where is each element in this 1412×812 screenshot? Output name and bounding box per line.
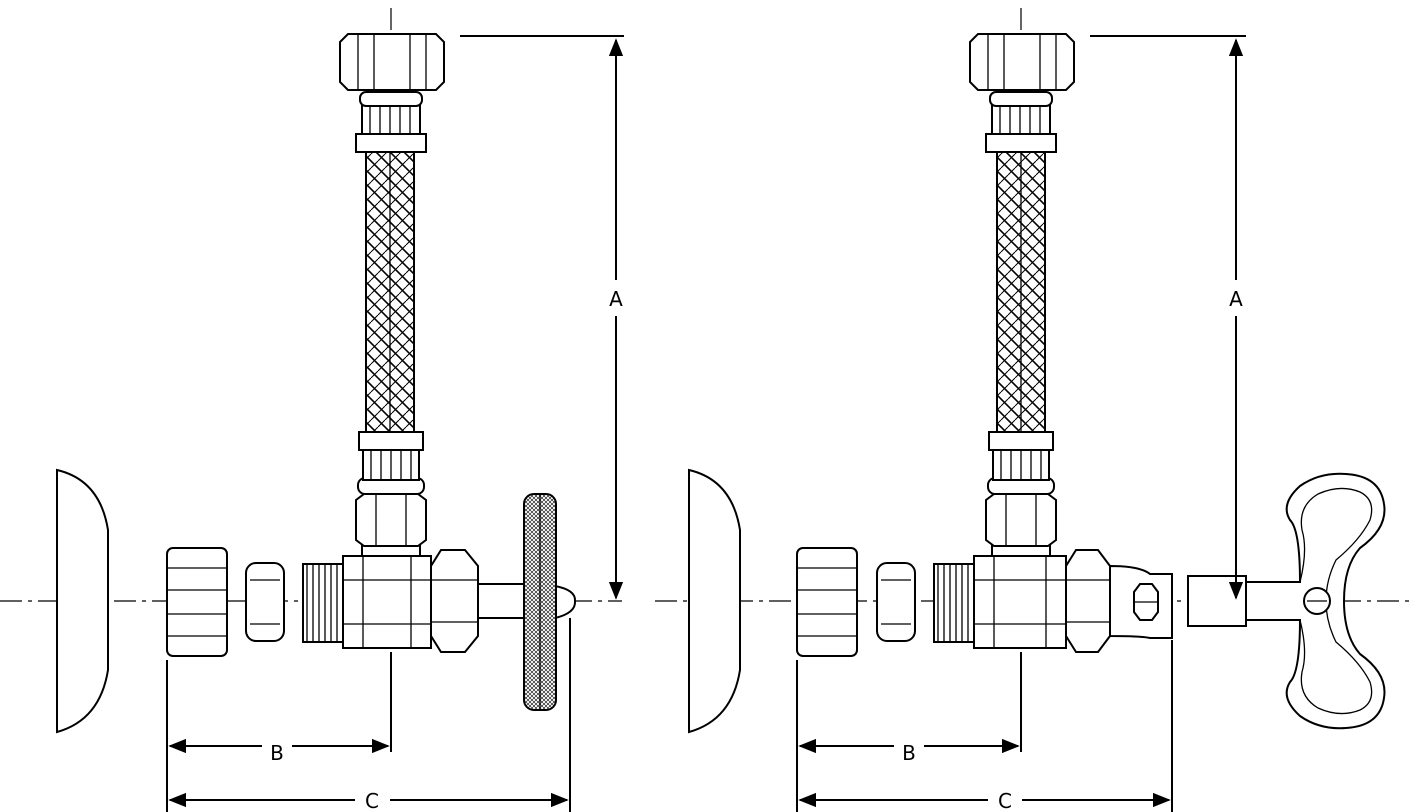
left-lower-collar bbox=[357, 431, 425, 495]
left-view: A B C bbox=[0, 8, 624, 812]
right-packing-nut bbox=[1065, 549, 1111, 653]
right-dimension-c-label: C bbox=[998, 789, 1012, 812]
right-threaded-inlet bbox=[933, 563, 975, 643]
left-dimension-b: B bbox=[166, 652, 392, 812]
right-top-coupling-nut bbox=[969, 33, 1075, 91]
right-outlet-nut bbox=[985, 493, 1057, 557]
right-dimension-b-label: B bbox=[902, 741, 916, 765]
right-escutcheon bbox=[688, 468, 741, 734]
left-compression-nut bbox=[166, 547, 228, 657]
right-compression-nut bbox=[796, 547, 858, 657]
right-dimension-a: A bbox=[1090, 35, 1246, 600]
right-braided-hose bbox=[996, 151, 1046, 433]
right-dimension-c: C bbox=[798, 640, 1173, 812]
left-dimension-c: C bbox=[168, 618, 571, 812]
round-handwheel-icon bbox=[523, 493, 577, 711]
right-dimension-a-label: A bbox=[1229, 287, 1243, 311]
right-view: A B C bbox=[655, 8, 1412, 812]
left-top-coupling-nut bbox=[339, 33, 445, 91]
right-stem-housing bbox=[1109, 564, 1173, 639]
right-valve-body bbox=[973, 555, 1067, 649]
left-braided-hose bbox=[365, 151, 415, 433]
left-escutcheon bbox=[56, 468, 109, 734]
left-outlet-nut bbox=[355, 493, 427, 557]
right-ferrule bbox=[876, 562, 916, 642]
left-dimension-b-label: B bbox=[270, 741, 284, 765]
left-ferrule bbox=[245, 562, 285, 642]
left-upper-collar bbox=[355, 91, 427, 153]
left-valve-body bbox=[342, 555, 432, 649]
left-stem bbox=[477, 583, 525, 619]
right-upper-collar bbox=[985, 91, 1057, 153]
left-threaded-inlet bbox=[302, 563, 344, 643]
right-dimension-b: B bbox=[796, 652, 1022, 812]
left-dimension-a: A bbox=[460, 35, 624, 600]
left-dimension-c-label: C bbox=[365, 789, 379, 812]
left-packing-nut bbox=[430, 549, 479, 653]
left-dimension-a-label: A bbox=[609, 287, 623, 311]
right-lower-collar bbox=[987, 431, 1055, 495]
